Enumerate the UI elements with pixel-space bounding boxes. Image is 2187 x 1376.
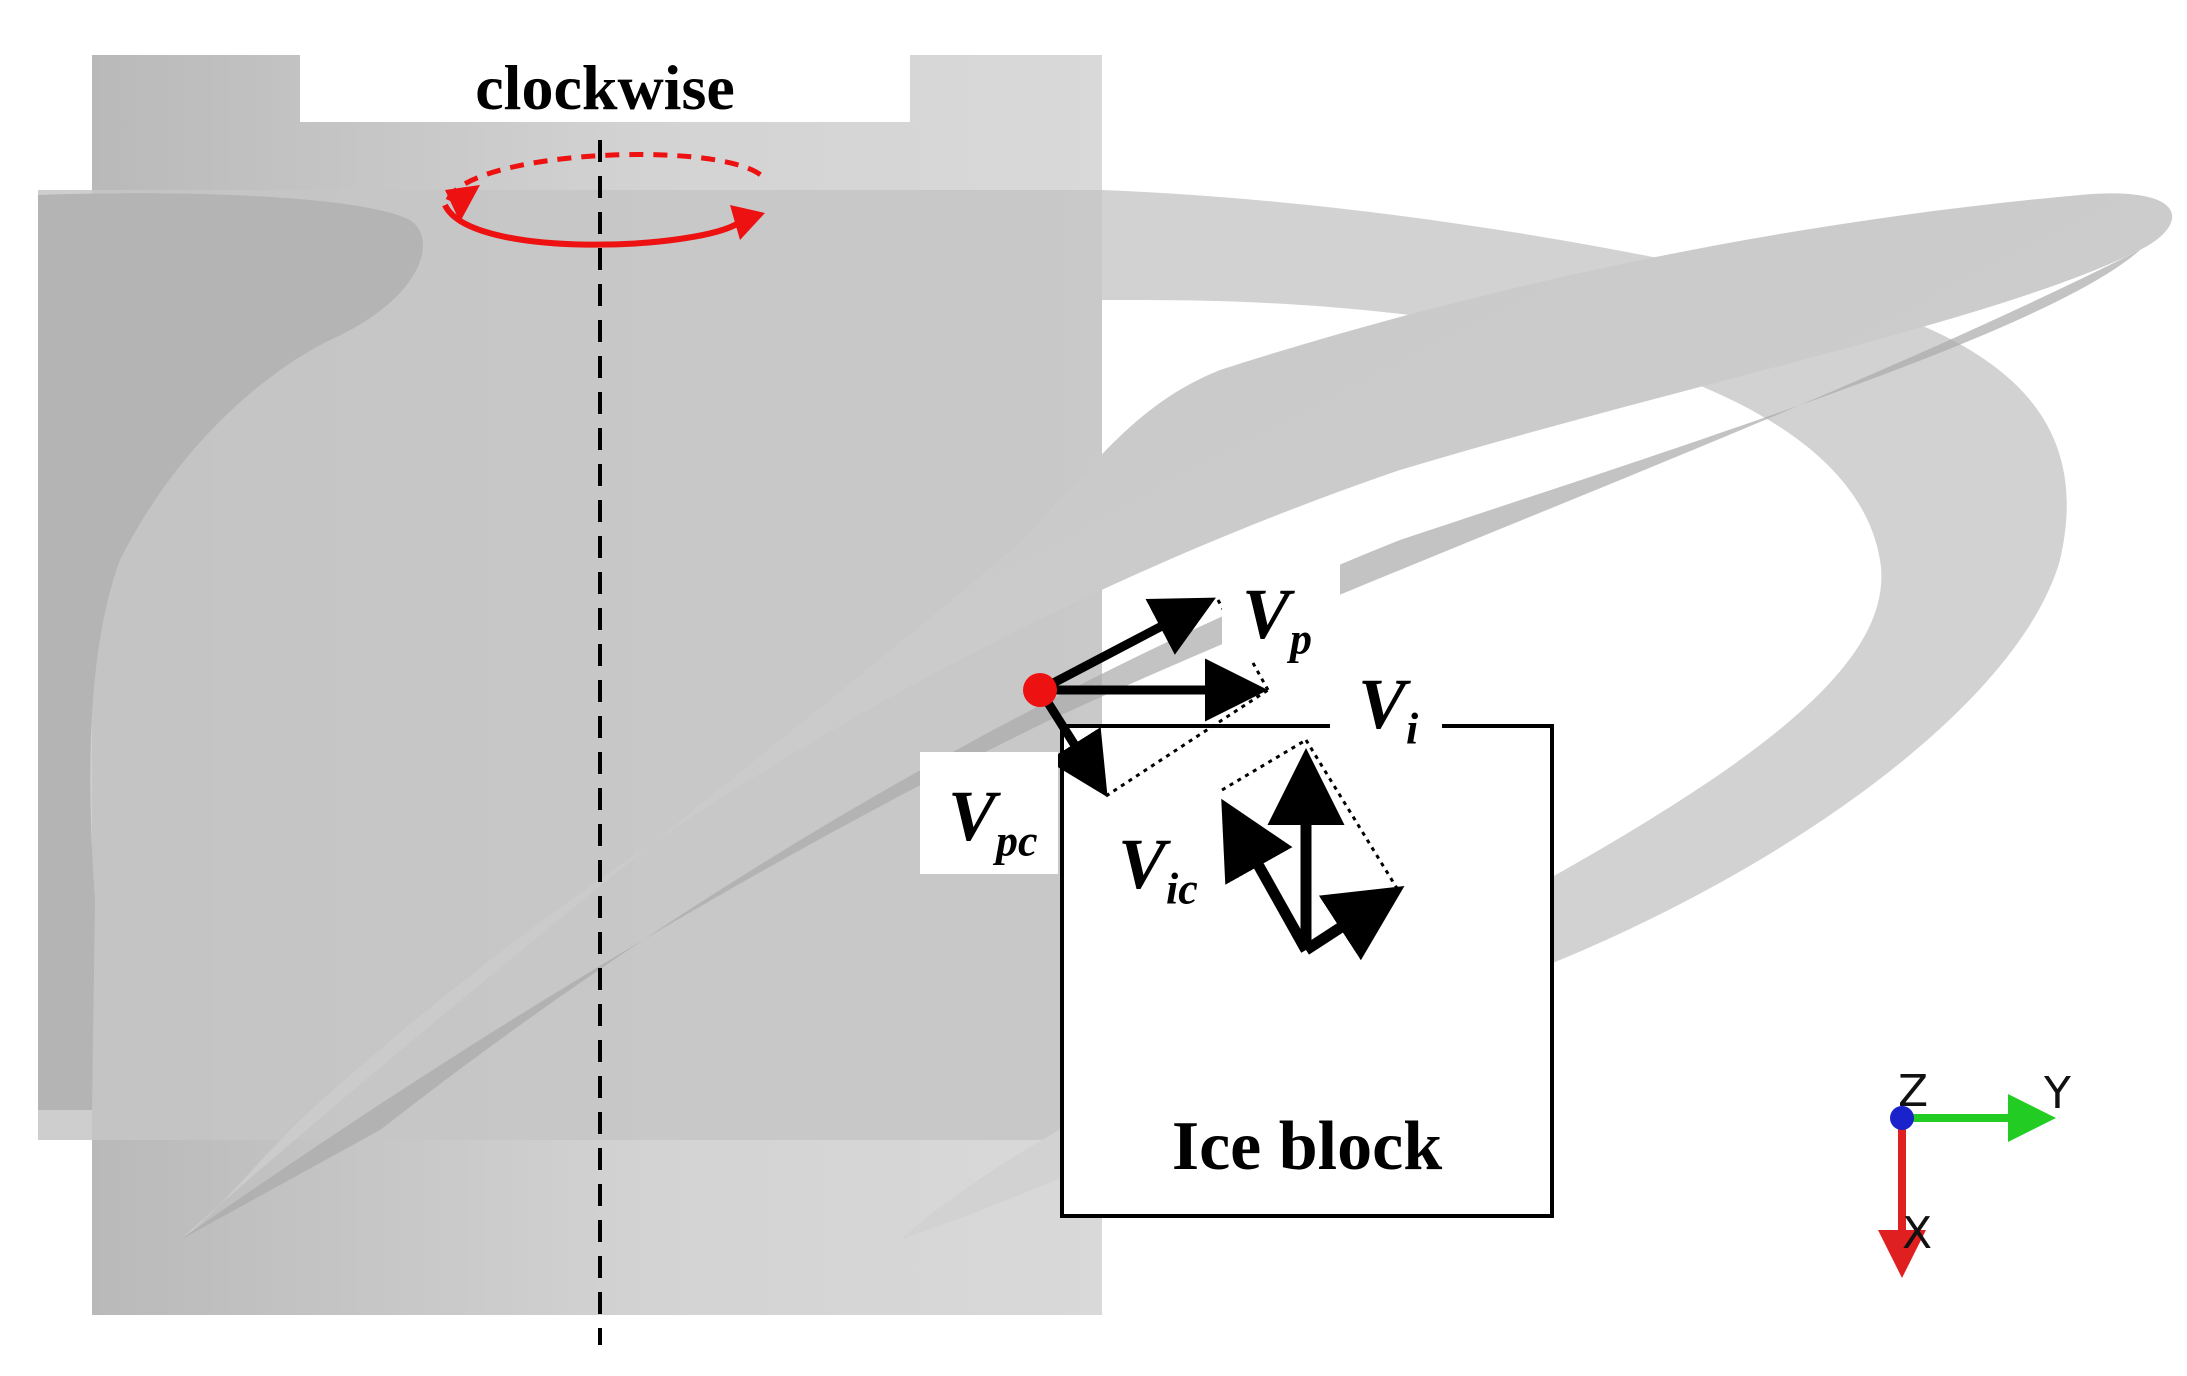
blade-back [900,190,2067,1240]
vector-vpc [1036,687,1108,798]
axis-y-label: Y [2044,1068,2071,1119]
axis-z-dot [1890,1106,1914,1130]
vp-label: Vp [1242,578,1312,661]
rotation-arrow-front [442,203,742,248]
vp-label-sub: p [1290,614,1313,664]
dotted-vic-vi [1221,738,1307,792]
diagram-title: clockwise [475,52,735,123]
vpc-label-sub: pc [996,816,1038,866]
vi-label-main: V [1358,664,1407,744]
vic-label-main: V [1118,824,1167,904]
rotation-arrow-back [445,152,764,202]
vi-label-sub: i [1406,704,1419,754]
vic-label: Vic [1118,828,1198,911]
blade-left [38,193,424,1110]
vic-label-sub: ic [1166,864,1198,914]
vi-label: Vi [1358,668,1418,751]
contact-point [1023,673,1057,707]
vector-vp [1037,597,1216,694]
ice-velocity-vectors [1221,738,1405,961]
vpc-label: Vpc [948,780,1038,863]
blade-velocity-vectors [1023,597,1270,798]
vp-label-main: V [1242,574,1291,654]
vp-label-box [1222,560,1340,660]
axis-z-label: Z [1898,1066,1929,1117]
title-box [300,40,910,122]
vi-label-box [1330,655,1442,745]
rotation-arrowhead-left [445,185,480,222]
blade-front-shadow [180,250,2140,1240]
vpc-label-box [920,752,1058,874]
rotation-arrowhead-right [730,205,765,240]
axis-x-label: X [1902,1208,1933,1259]
vector-ice-normal [1303,886,1405,961]
vector-vic [1221,798,1311,953]
axis-triad [1878,1094,2056,1278]
blade-front [180,193,2173,1240]
vpc-label-main: V [948,776,997,856]
dotted-normal-vi [1304,739,1400,891]
ice-block-label: Ice block [1171,1108,1443,1185]
